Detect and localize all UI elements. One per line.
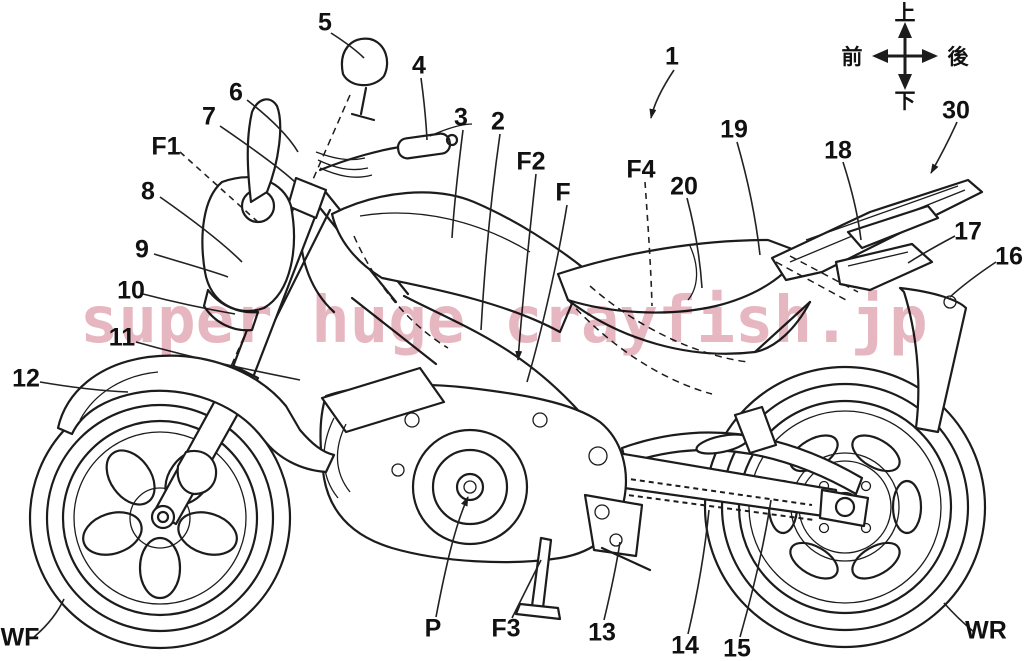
seat <box>556 238 812 355</box>
taillight <box>834 242 934 292</box>
rear-rack <box>770 178 984 282</box>
hidden-lines <box>353 235 859 395</box>
windscreen <box>246 98 282 204</box>
rear-fender <box>898 286 968 434</box>
compass-up-label: 上 <box>895 1 916 25</box>
engine <box>319 366 628 564</box>
compass-front-label: 前 <box>842 45 863 69</box>
footpeg-bracket <box>583 493 652 572</box>
kickstand <box>514 536 562 621</box>
swingarm <box>608 405 870 528</box>
leader-lines <box>33 32 997 638</box>
compass: 上 前 後 下 <box>842 1 970 113</box>
mirror <box>340 37 389 122</box>
handlebar <box>315 123 473 178</box>
compass-rear-label: 後 <box>948 45 970 69</box>
watermark: super huge crayfish.jp <box>80 284 928 358</box>
headlight-cowl <box>201 176 296 332</box>
compass-down-label: 下 <box>895 89 916 113</box>
front-fender <box>56 354 336 474</box>
